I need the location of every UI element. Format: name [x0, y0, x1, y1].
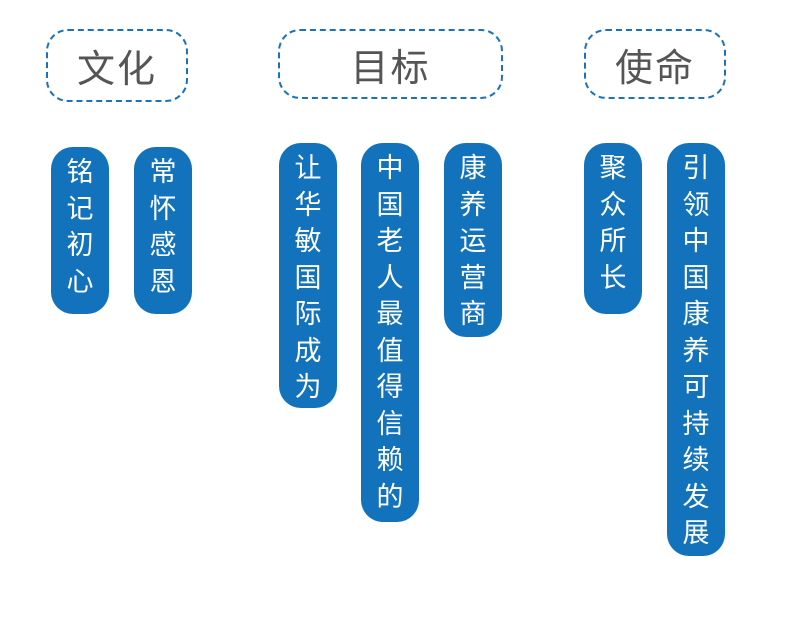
pill-text: 引领中国康养可持续发展 [682, 153, 710, 549]
pill-culture-1: 铭记初心 [51, 147, 109, 314]
pill-goal-2: 中国老人最值得信赖的 [361, 143, 419, 522]
pill-text: 让华敏国际成为 [294, 153, 322, 403]
header-goal-label: 目标 [350, 45, 431, 90]
header-goal: 目标 [278, 29, 503, 99]
header-mission: 使命 [584, 29, 726, 99]
pill-culture-2: 常怀感恩 [134, 147, 192, 314]
pill-text: 铭记初心 [66, 157, 94, 298]
pill-goal-1: 让华敏国际成为 [279, 143, 337, 408]
header-mission-label: 使命 [614, 45, 695, 90]
pill-text: 康养运营商 [459, 153, 487, 330]
header-culture-label: 文化 [76, 47, 157, 91]
pill-goal-3: 康养运营商 [444, 143, 502, 337]
pill-text: 常怀感恩 [149, 157, 177, 298]
pill-text: 聚众所长 [599, 153, 627, 294]
pill-text: 中国老人最值得信赖的 [376, 153, 404, 513]
pill-mission-2: 引领中国康养可持续发展 [667, 143, 725, 556]
pill-mission-1: 聚众所长 [584, 143, 642, 314]
header-culture: 文化 [46, 29, 188, 102]
